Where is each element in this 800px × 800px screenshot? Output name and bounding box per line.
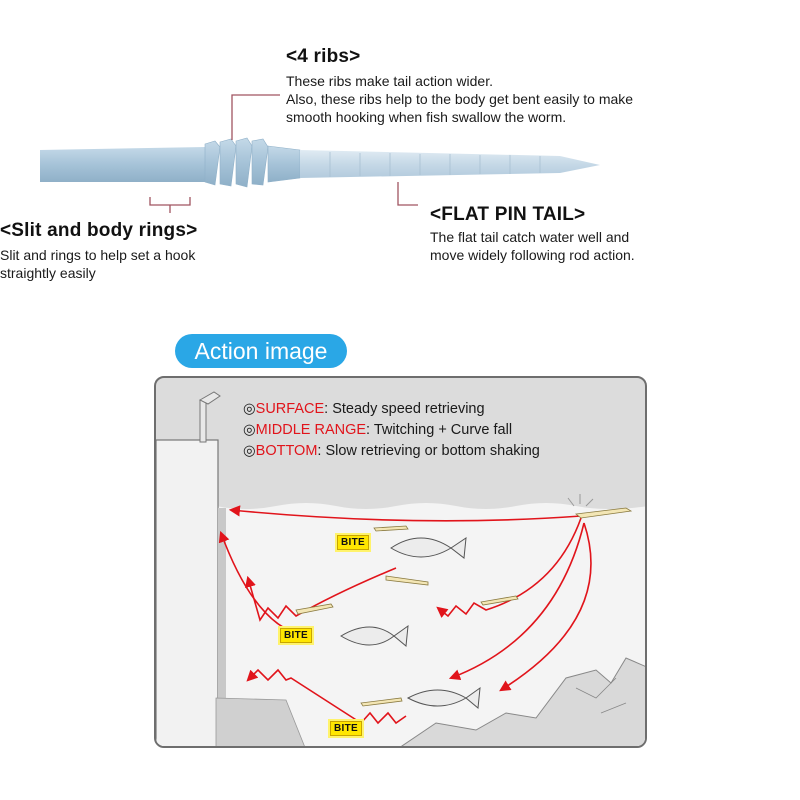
fish-icons [340,536,481,709]
ribs-title: <4 ribs> [286,46,361,67]
bite-tag: BITE [330,721,362,736]
retrieve-paths [218,505,592,725]
ribs-description: These ribs make tail action wider. Also,… [286,72,633,126]
seabed-rocks [401,657,645,746]
tail-leader-line [397,182,418,206]
action-image-label: Action image [175,334,347,368]
slit-line: Slit and rings to help set a hook [0,247,196,263]
legend-row-surface: ◎SURFACE: Steady speed retrieving [243,399,540,420]
ribs-line: smooth hooking when fish swallow the wor… [286,109,567,125]
legend-row-bottom: ◎BOTTOM: Slow retrieving or bottom shaki… [243,441,540,462]
technique-legend: ◎SURFACE: Steady speed retrieving ◎MIDDL… [243,399,540,462]
tail-line: move widely following rod action. [430,247,635,263]
water-area [156,503,645,746]
bite-tag: BITE [337,535,369,550]
slit-leader-line [149,197,191,213]
legend-text: : Steady speed retrieving [324,401,485,417]
bullet-icon: ◎ [243,401,256,417]
worm-illustration [40,94,600,213]
ribs-line: These ribs make tail action wider. [286,73,493,89]
lure-icons [295,507,633,707]
ribs-line: Also, these ribs help to the body get be… [286,91,634,107]
pier-wall-shadow [218,508,226,708]
worm-ribs [204,137,301,188]
bullet-icon: ◎ [243,443,256,459]
legend-row-middle-range: ◎MIDDLE RANGE: Twitching + Curve fall [243,420,540,441]
seabed-left [215,697,305,746]
pier-wall [156,439,219,746]
slit-line: straightly easily [0,265,96,281]
legend-text: : Slow retrieving or bottom shaking [317,443,540,459]
tail-segments [329,152,541,177]
tail-description: The flat tail catch water well and move … [430,228,635,264]
worm-head [40,147,205,182]
legend-key: SURFACE [255,401,325,417]
ribs-leader-line [231,94,280,140]
tail-line: The flat tail catch water well and [430,229,630,245]
action-image-panel: BITE BITE BITE [154,376,647,748]
lamp-post-icon [198,391,221,443]
legend-text: : Twitching + Curve fall [366,422,513,438]
seabed-rock-detail [575,677,627,714]
bullet-icon: ◎ [243,422,256,438]
action-scene [156,391,645,746]
legend-key: BOTTOM [255,443,318,459]
slit-description: Slit and rings to help set a hook straig… [0,246,195,282]
tail-title: <FLAT PIN TAIL> [430,204,586,225]
slit-title: <Slit and body rings> [0,220,198,241]
splash-icon [567,494,594,507]
bite-tag: BITE [280,628,312,643]
legend-key: MIDDLE RANGE [255,422,367,438]
